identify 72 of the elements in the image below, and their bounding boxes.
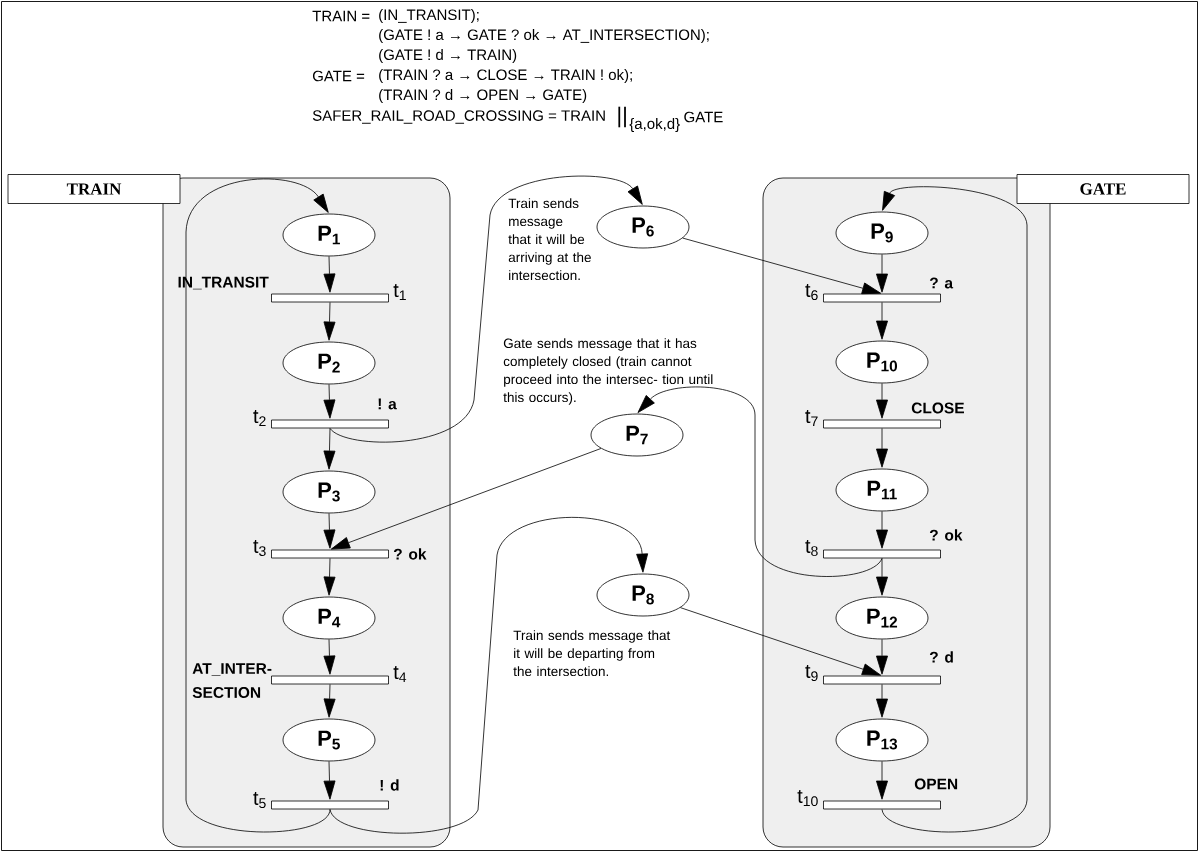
lane-label: GATE bbox=[1016, 174, 1190, 204]
arrow bbox=[876, 761, 888, 800]
action-label: CLOSE bbox=[911, 402, 964, 414]
arrow bbox=[876, 428, 888, 468]
equation-text: (TRAIN ? a → CLOSE → TRAIN ! ok); bbox=[379, 69, 632, 83]
arrow bbox=[323, 513, 336, 549]
transition-bar bbox=[823, 419, 941, 429]
action-label: ? ok bbox=[393, 548, 427, 560]
equation-text: TRAIN = bbox=[312, 10, 370, 22]
arrow bbox=[876, 383, 888, 419]
arrow bbox=[682, 237, 882, 295]
arrow bbox=[323, 302, 336, 341]
action-label: IN_TRANSIT bbox=[178, 276, 269, 290]
transition-bar bbox=[271, 675, 389, 685]
equation-text: SAFER_RAIL_ROAD_CROSSING = TRAIN bbox=[312, 110, 605, 124]
action-label: ! d bbox=[380, 779, 399, 791]
arrow bbox=[323, 684, 336, 718]
arrow bbox=[323, 761, 336, 800]
equation-text: (GATE ! d → TRAIN) bbox=[379, 49, 517, 63]
transition-label: t$_{7}$ bbox=[805, 410, 818, 427]
arrow bbox=[680, 607, 882, 676]
parallel-symbol: || bbox=[618, 106, 626, 128]
arrow bbox=[323, 428, 336, 470]
subscript-text: {a,ok,d} bbox=[629, 118, 680, 132]
transition-label: t$_{10}$ bbox=[797, 789, 818, 807]
transition-label: t$_{2}$ bbox=[253, 410, 266, 427]
transition-label: t$_{6}$ bbox=[805, 283, 818, 301]
arrow bbox=[323, 384, 336, 419]
arrow bbox=[323, 256, 336, 293]
action-label: ? d bbox=[929, 651, 953, 663]
transition-bar bbox=[271, 293, 389, 303]
equation-text: (IN_TRANSIT); bbox=[379, 9, 479, 23]
transition-bar bbox=[823, 675, 941, 685]
transition-label: t$_{8}$ bbox=[805, 539, 818, 557]
action-label: AT_INTER- SECTION bbox=[192, 663, 272, 699]
action-label: ? ok bbox=[929, 529, 963, 541]
action-label: OPEN bbox=[914, 778, 958, 790]
action-label: ? a bbox=[929, 277, 954, 289]
curved-arrow bbox=[881, 186, 1028, 833]
transition-bar bbox=[271, 800, 389, 810]
transition-bar bbox=[823, 800, 941, 810]
transition-bar bbox=[271, 419, 389, 429]
annotation-text: Gate sends message that it has completely closed (train cannot proceed into the intersec- tion until this occurs). bbox=[503, 338, 713, 405]
annotation-text: Train sends message that it will be arriving at the intersection. bbox=[508, 198, 591, 281]
curved-arrow bbox=[637, 386, 883, 577]
transition-label: t$_{9}$ bbox=[805, 664, 818, 682]
annotation-text: Train sends message that it will be departing from the intersection. bbox=[513, 630, 671, 677]
equation-text: (GATE ! a → GATE ? ok → AT_INTERSECTION); bbox=[379, 29, 709, 43]
transition-label: t$_{5}$ bbox=[253, 791, 266, 809]
transition-label: t$_{1}$ bbox=[393, 284, 406, 301]
transition-bar bbox=[823, 293, 941, 303]
transition-bar bbox=[823, 549, 941, 559]
transition-bar bbox=[271, 549, 389, 559]
arrow bbox=[323, 639, 336, 675]
transition-label: t$_{4}$ bbox=[393, 666, 407, 683]
arrow bbox=[876, 302, 888, 340]
curved-arrow bbox=[329, 516, 649, 834]
curved-arrow bbox=[185, 178, 331, 833]
arrow bbox=[876, 684, 888, 718]
arrow bbox=[330, 448, 602, 550]
curved-arrow bbox=[329, 175, 643, 443]
arrow bbox=[323, 558, 336, 596]
arrow bbox=[876, 511, 888, 549]
equation-text: GATE bbox=[684, 111, 723, 123]
action-label: ! a bbox=[378, 398, 397, 410]
equation-text: GATE = bbox=[312, 70, 365, 82]
equation-text: (TRAIN ? d → OPEN → GATE) bbox=[379, 89, 587, 103]
transition-label: t$_{3}$ bbox=[253, 539, 266, 557]
arrow bbox=[876, 254, 888, 293]
arrow bbox=[876, 639, 888, 675]
arrow bbox=[876, 558, 888, 596]
lane-label: TRAIN bbox=[7, 174, 181, 204]
